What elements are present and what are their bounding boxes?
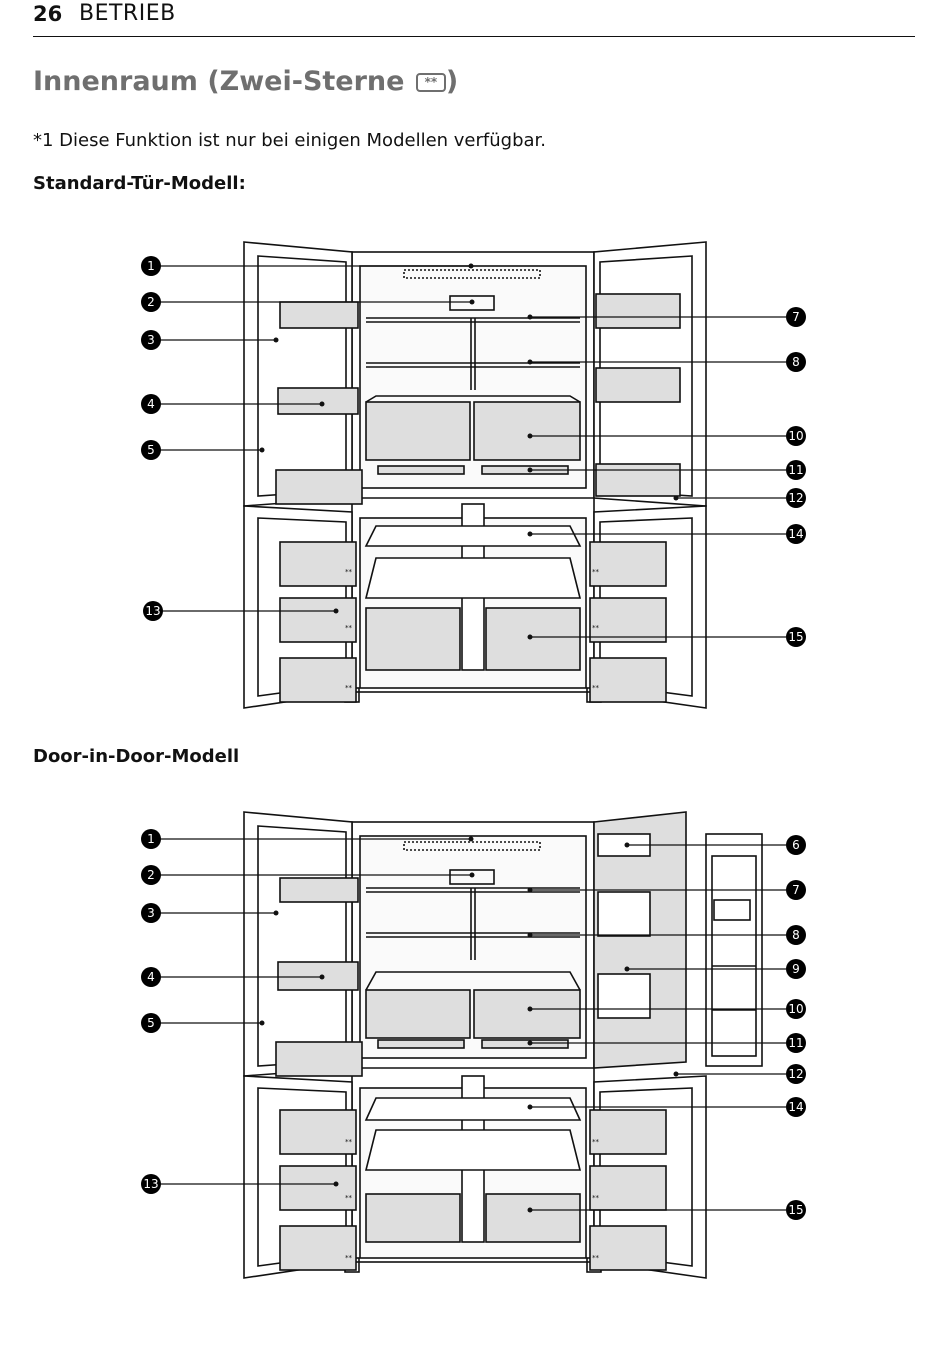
callout-15: 15 [786, 1200, 806, 1220]
callout-6: 6 [786, 835, 806, 855]
callout-1: 1 [141, 256, 161, 276]
svg-text:6: 6 [792, 838, 800, 852]
svg-text:15: 15 [788, 1203, 803, 1217]
svg-text:1: 1 [147, 259, 155, 273]
svg-text:9: 9 [792, 962, 800, 976]
svg-text:12: 12 [788, 1067, 803, 1081]
door-bin-badge-icon: ** [345, 684, 353, 692]
callout-10: 10 [786, 426, 806, 446]
callout-11: 11 [786, 1033, 806, 1053]
standard-fridge-diagram: ** ** ** ** ** ** 1 2 3 4 5 13 [141, 241, 806, 709]
callout-12: 12 [786, 1064, 806, 1084]
door-bin-badge-icon: ** [345, 568, 353, 576]
two-star-icon: ** [415, 73, 446, 92]
svg-text:10: 10 [788, 429, 803, 443]
door-bin-badge-icon: ** [345, 1254, 353, 1262]
callout-2: 2 [141, 865, 161, 885]
svg-text:8: 8 [792, 928, 800, 942]
door-bin-badge-icon: ** [345, 1194, 353, 1202]
callout-1: 1 [141, 829, 161, 849]
callout-3: 3 [141, 903, 161, 923]
svg-text:7: 7 [792, 310, 800, 324]
callout-7: 7 [786, 307, 806, 327]
door-bin-badge-icon: ** [592, 624, 600, 632]
door-bin-badge-icon: ** [345, 1138, 353, 1146]
section-title: BETRIEB [79, 1, 176, 26]
footnote: *1 Diese Funktion ist nur bei einigen Mo… [33, 130, 546, 151]
callout-14: 14 [786, 524, 806, 544]
door-bin-badge-icon: ** [592, 1138, 600, 1146]
callout-15: 15 [786, 627, 806, 647]
callout-10: 10 [786, 999, 806, 1019]
callout-13: 13 [141, 1174, 161, 1194]
callout-14: 14 [786, 1097, 806, 1117]
callout-13: 13 [143, 601, 163, 621]
callout-4: 4 [141, 967, 161, 987]
svg-text:1: 1 [147, 832, 155, 846]
callout-12: 12 [786, 488, 806, 508]
svg-text:2: 2 [147, 868, 155, 882]
svg-text:14: 14 [788, 1100, 803, 1114]
door-bin-badge-icon: ** [345, 624, 353, 632]
door-bin-badge-icon: ** [592, 1254, 600, 1262]
door-bin-badge-icon: ** [592, 568, 600, 576]
page-header: 26 BETRIEB [33, 0, 915, 37]
svg-text:3: 3 [147, 333, 155, 347]
door-bin-badge-icon: ** [592, 1194, 600, 1202]
callout-2: 2 [141, 292, 161, 312]
callout-4: 4 [141, 394, 161, 414]
door-bin-badge-icon: ** [592, 684, 600, 692]
callout-7: 7 [786, 880, 806, 900]
svg-text:10: 10 [788, 1002, 803, 1016]
svg-text:2: 2 [147, 295, 155, 309]
callout-8: 8 [786, 352, 806, 372]
svg-text:3: 3 [147, 906, 155, 920]
page-title-text: Innenraum (Zwei-Sterne [33, 66, 414, 97]
svg-text:11: 11 [788, 463, 803, 477]
standard-model-heading: Standard-Tür-Modell: [33, 173, 246, 194]
page-title: Innenraum (Zwei-Sterne **) [33, 66, 458, 97]
svg-text:8: 8 [792, 355, 800, 369]
svg-text:5: 5 [147, 443, 155, 457]
svg-text:11: 11 [788, 1036, 803, 1050]
svg-text:4: 4 [147, 397, 155, 411]
callout-5: 5 [141, 1013, 161, 1033]
svg-text:5: 5 [147, 1016, 155, 1030]
callout-3: 3 [141, 330, 161, 350]
svg-text:7: 7 [792, 883, 800, 897]
callout-8: 8 [786, 925, 806, 945]
callout-9: 9 [786, 959, 806, 979]
svg-text:14: 14 [788, 527, 803, 541]
door-in-door-fridge-diagram: ** ** ** ** ** ** 1 2 3 4 5 13 [141, 811, 806, 1279]
svg-text:4: 4 [147, 970, 155, 984]
page-title-close: ) [445, 66, 459, 97]
callout-11: 11 [786, 460, 806, 480]
door-in-door-heading: Door-in-Door-Modell [33, 746, 240, 767]
callout-5: 5 [141, 440, 161, 460]
page-number: 26 [33, 2, 63, 26]
svg-text:13: 13 [145, 604, 160, 618]
svg-text:15: 15 [788, 630, 803, 644]
svg-text:13: 13 [143, 1177, 158, 1191]
svg-text:12: 12 [788, 491, 803, 505]
